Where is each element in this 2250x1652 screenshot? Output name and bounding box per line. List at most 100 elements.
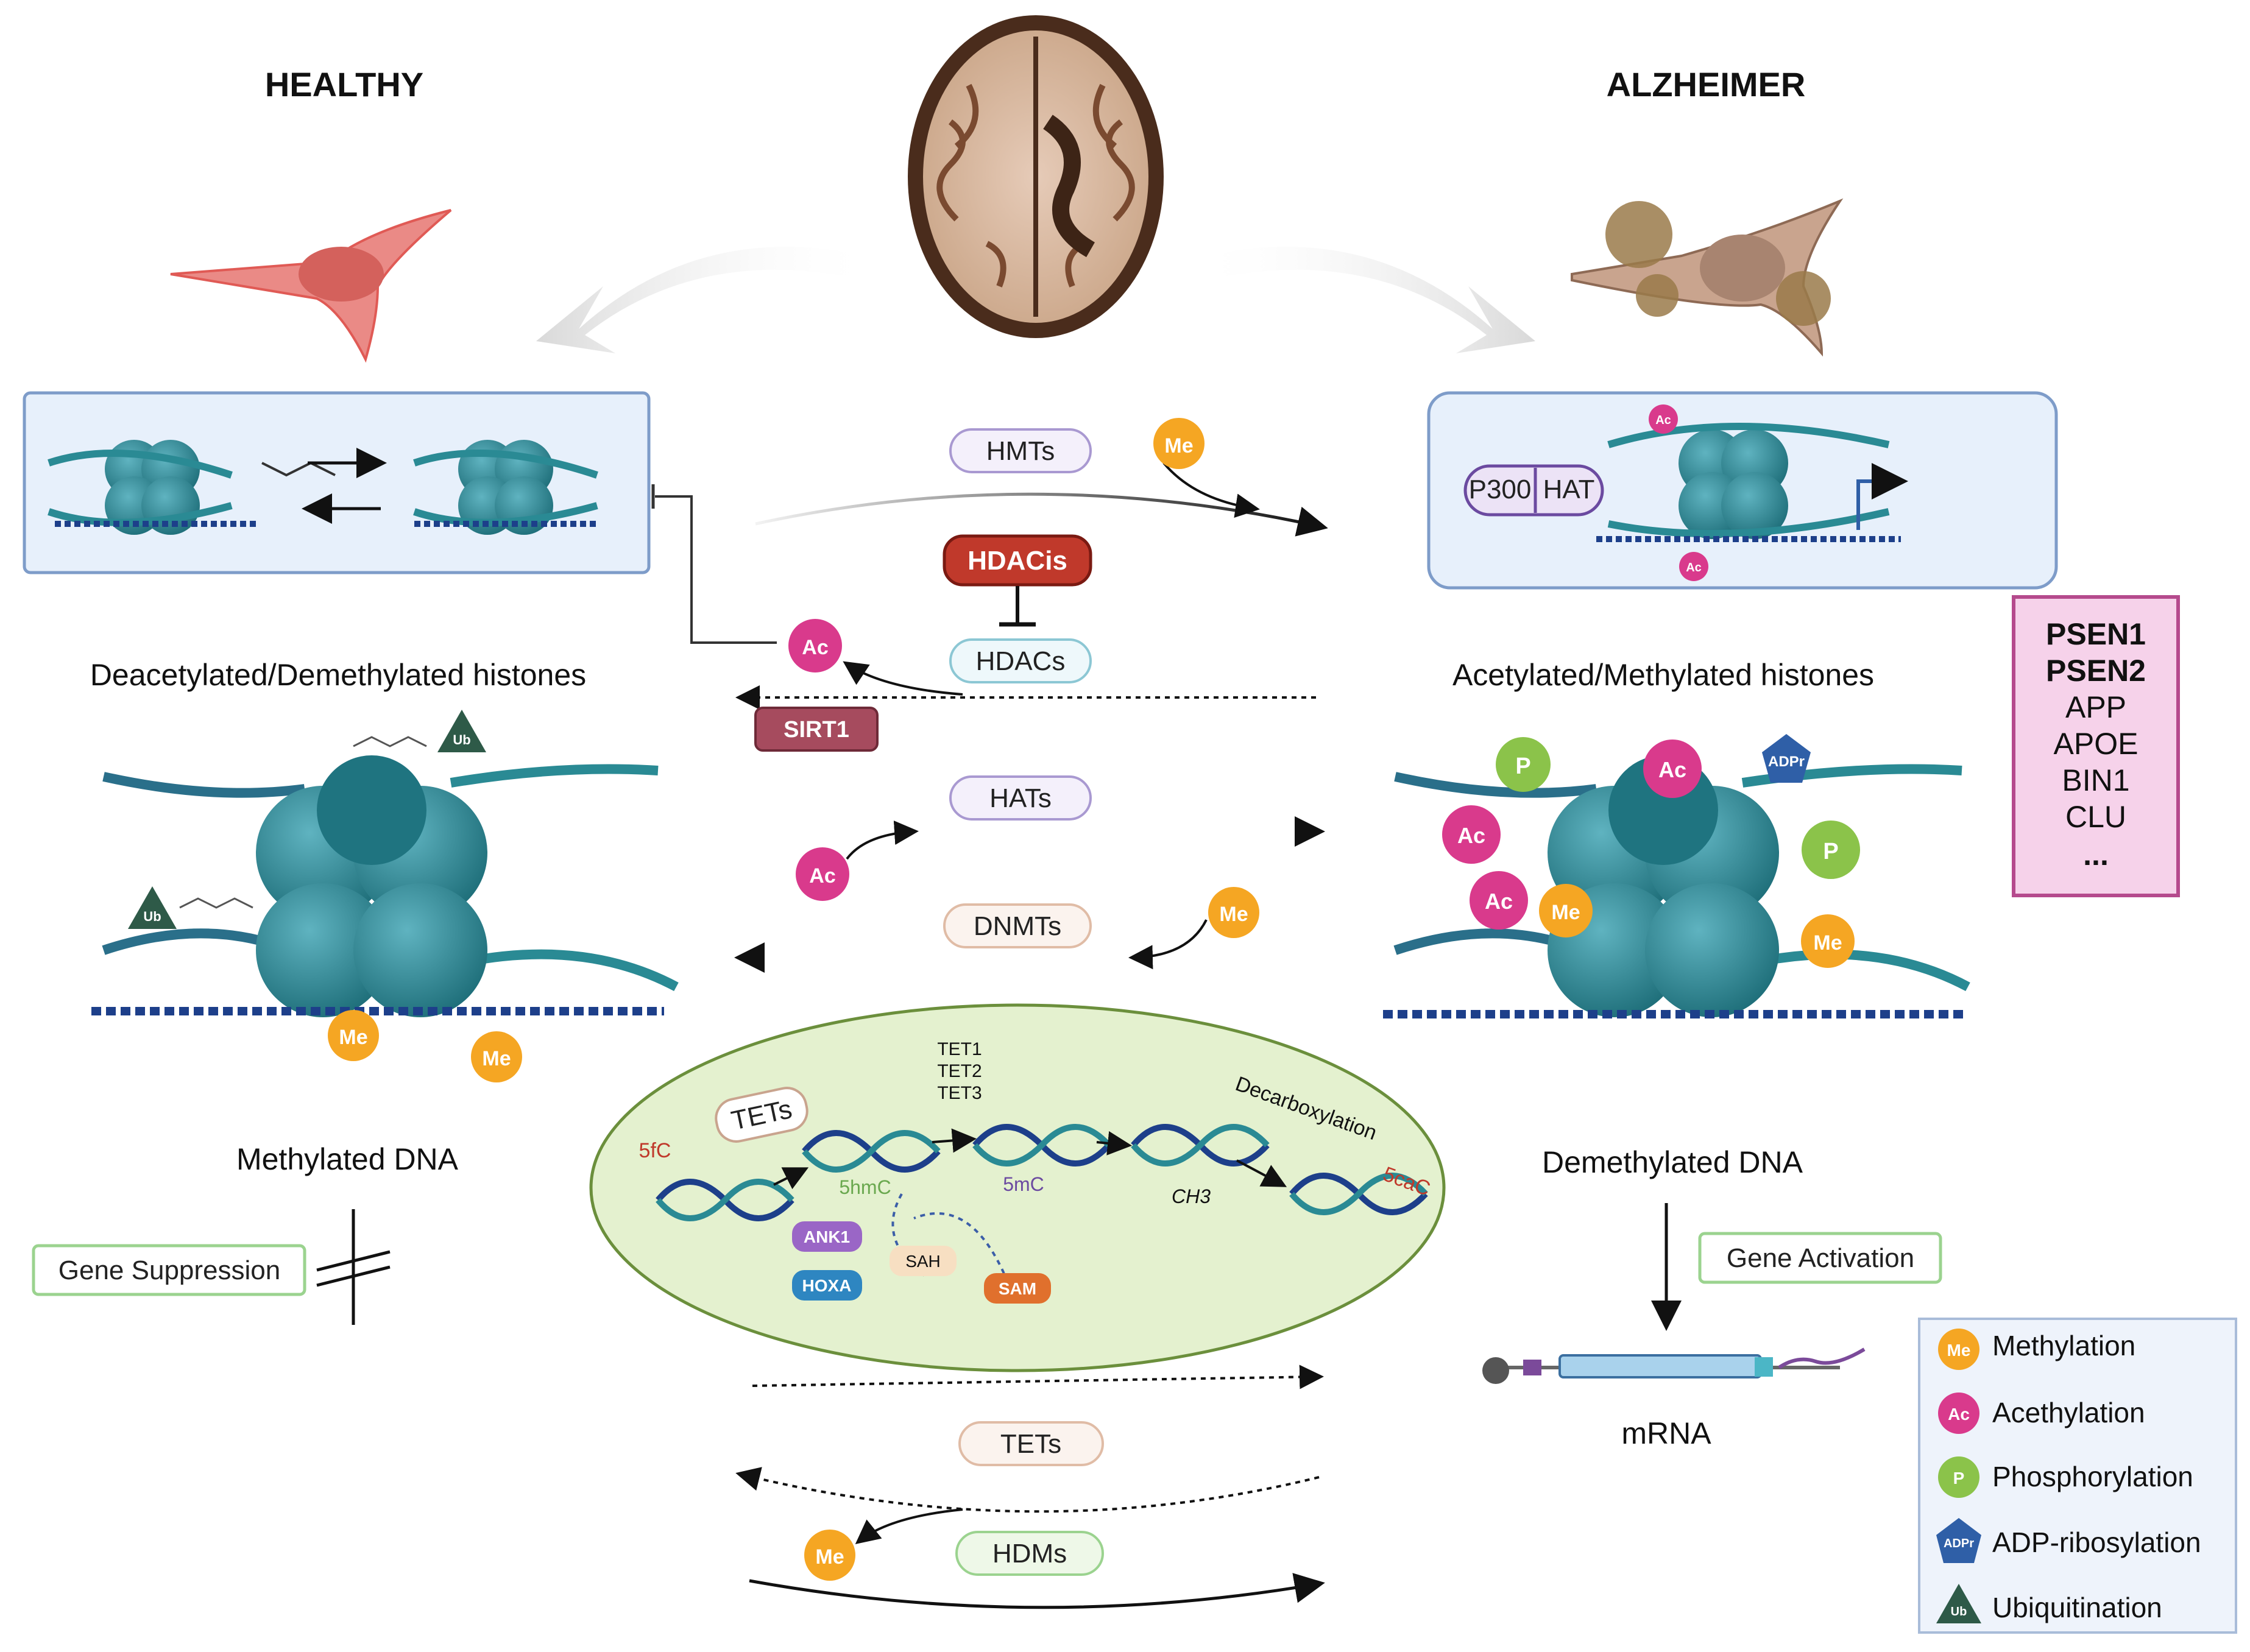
- sirt1-box: SIRT1: [754, 707, 879, 752]
- acetylated-label: Acetylated/Methylated histones: [1452, 658, 1874, 692]
- gene-bin1: BIN1: [2062, 763, 2129, 797]
- tet1-label: TET1: [937, 1039, 982, 1059]
- hats-pill: HATs: [949, 775, 1092, 821]
- legend: Me Methylation Ac Acethylation P Phospho…: [1918, 1318, 2237, 1634]
- legend-item-phosphorylation: P Phosphorylation: [1938, 1456, 2193, 1498]
- hdacs-pill: HDACs: [949, 638, 1092, 683]
- adpr-mark: ADPr: [1762, 734, 1811, 783]
- ac-mark: Ac: [1470, 871, 1528, 930]
- hdms-pill: HDMs: [955, 1531, 1104, 1576]
- me-mark: Me: [328, 1010, 379, 1061]
- svg-text:Ac: Ac: [1686, 561, 1702, 574]
- svg-text:Me: Me: [1164, 434, 1193, 457]
- ank1-tag: ANK1: [792, 1221, 862, 1252]
- nucleosome-small: [413, 440, 598, 535]
- ch3-label: CH3: [1172, 1185, 1211, 1207]
- to-healthy-arrow: [536, 247, 865, 353]
- svg-text:HMTs: HMTs: [986, 436, 1055, 466]
- svg-text:Me: Me: [1947, 1341, 1971, 1360]
- nucleosome-small: [48, 440, 233, 535]
- amyloid-plaque: [1605, 201, 1672, 268]
- alzheimer-neuron: [1571, 198, 1844, 357]
- dnmts-pill: DNMTs: [943, 903, 1092, 948]
- svg-text:SIRT1: SIRT1: [784, 717, 849, 743]
- svg-text:HATs: HATs: [989, 783, 1052, 813]
- svg-text:Ac: Ac: [802, 636, 828, 659]
- legend-item-adp-ribosylation: ADPr ADP-ribosylation: [1936, 1518, 2201, 1563]
- tets-pill: TETs: [958, 1421, 1104, 1466]
- svg-text:Ac: Ac: [1457, 823, 1485, 848]
- ac-mark: Ac: [788, 619, 842, 672]
- ac-mark: Ac: [1643, 740, 1702, 798]
- mrna-label: mRNA: [1621, 1416, 1711, 1450]
- svg-text:HDACis: HDACis: [968, 546, 1067, 576]
- 5fc-label: 5fC: [639, 1139, 671, 1162]
- tets-arrow: [735, 1467, 1320, 1513]
- methylated-dna-label: Methylated DNA: [236, 1142, 459, 1176]
- svg-text:SAM: SAM: [999, 1279, 1036, 1298]
- me-mark: Me: [1208, 887, 1259, 938]
- 5mc-label: 5mC: [1003, 1173, 1044, 1195]
- alzheimer-title: ALZHEIMER: [1607, 65, 1806, 104]
- healthy-neuron: [170, 209, 452, 363]
- svg-text:HOXA: HOXA: [802, 1276, 852, 1295]
- svg-text:SAH: SAH: [905, 1252, 941, 1271]
- p300-label: P300: [1469, 475, 1532, 504]
- svg-text:Ac: Ac: [1948, 1405, 1970, 1424]
- svg-text:Phosphorylation: Phosphorylation: [1992, 1461, 2193, 1492]
- ub-mark: Ub: [128, 886, 177, 929]
- svg-text:P: P: [1515, 754, 1530, 779]
- svg-text:Ub: Ub: [1951, 1605, 1967, 1618]
- healthy-title: HEALTHY: [265, 65, 423, 104]
- svg-text:Ub: Ub: [453, 732, 470, 747]
- ac-mark: Ac: [796, 847, 849, 901]
- p-mark: P: [1496, 737, 1551, 792]
- tet2-label: TET2: [937, 1061, 982, 1081]
- svg-text:Ub: Ub: [143, 909, 161, 924]
- alzheimer-histone-box: P300 HAT Ac Ac: [1427, 391, 2058, 590]
- legend-item-acetylation: Ac Acethylation: [1938, 1393, 2145, 1434]
- me-mark: Me: [1801, 914, 1855, 968]
- healthy-histone-box: [23, 391, 651, 574]
- hdacis-box: HDACis: [943, 534, 1092, 587]
- dotted-arrow-right: [752, 1364, 1324, 1389]
- to-alzheimer-arrow: [1206, 247, 1535, 353]
- gene-clu: CLU: [2065, 800, 2126, 834]
- hdms-arrow: [749, 1573, 1325, 1609]
- svg-text:Ubiquitination: Ubiquitination: [1992, 1592, 2162, 1623]
- gene-psen2: PSEN2: [2046, 654, 2146, 688]
- svg-text:Me: Me: [1551, 901, 1580, 924]
- svg-text:Gene Suppression: Gene Suppression: [58, 1255, 280, 1285]
- sam-tag: SAM: [984, 1273, 1051, 1304]
- svg-text:HDACs: HDACs: [976, 646, 1066, 676]
- deacetylated-label: Deacetylated/Demethylated histones: [90, 658, 586, 692]
- amyloid-plaque: [1776, 271, 1831, 326]
- svg-text:Me: Me: [482, 1047, 511, 1070]
- gene-app: APP: [2065, 690, 2126, 724]
- svg-text:DNMTs: DNMTs: [974, 911, 1061, 941]
- ub-mark: Ub: [437, 710, 486, 752]
- svg-text:HDMs: HDMs: [992, 1539, 1067, 1569]
- tet3-label: TET3: [937, 1083, 982, 1103]
- healthy-nucleosome: [91, 755, 679, 1017]
- me-mark: Me: [1539, 884, 1593, 937]
- svg-text:Me: Me: [815, 1545, 844, 1569]
- tets-tag: TETs: [715, 1087, 808, 1143]
- hoxa-tag: HOXA: [792, 1270, 862, 1301]
- alzheimer-nucleosome: [1383, 755, 1970, 1018]
- me-mark: Me: [1153, 418, 1205, 469]
- svg-text:Acethylation: Acethylation: [1992, 1397, 2145, 1428]
- hmts-arrow: [755, 492, 1328, 537]
- legend-item-methylation: Me Methylation: [1938, 1329, 2135, 1370]
- svg-text:Ac: Ac: [1658, 757, 1686, 782]
- 5hmc-label: 5hmC: [839, 1176, 891, 1198]
- brain-illustration: [908, 15, 1164, 338]
- sah-tag: SAH: [890, 1246, 957, 1276]
- svg-text:ADPr: ADPr: [1944, 1537, 1974, 1550]
- gene-more: ...: [2083, 838, 2109, 872]
- genes-box: PSEN1 PSEN2 APP APOE BIN1 CLU ...: [2012, 595, 2180, 897]
- dna-helix: [656, 1124, 1428, 1221]
- svg-text:Me: Me: [339, 1026, 367, 1049]
- legend-item-ubiquitination: Ub Ubiquitination: [1936, 1584, 2162, 1623]
